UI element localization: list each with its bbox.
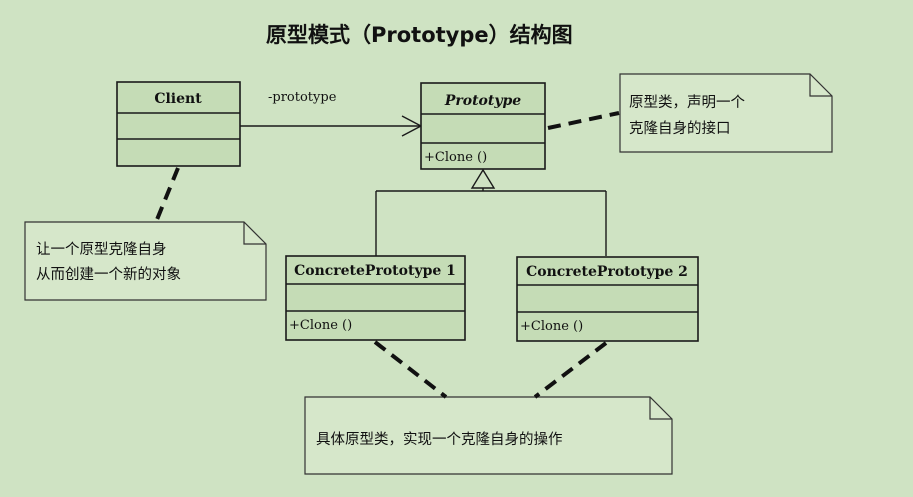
association-label: -prototype (268, 90, 337, 105)
class-client: Client (116, 81, 241, 167)
note-concrete-box (304, 396, 673, 475)
note-client: 让一个原型克隆自身 从而创建一个新的对象 (24, 221, 267, 301)
association-client-prototype: -prototype (240, 90, 423, 137)
note-concrete-connector-1 (373, 340, 448, 399)
class-client-name: Client (154, 91, 202, 107)
note-concrete-line-1: 具体原型类，实现一个克隆自身的操作 (316, 431, 563, 448)
class-concrete-1-box (285, 255, 466, 341)
note-client-connector (154, 167, 180, 223)
generalization-triangle (470, 168, 496, 189)
note-client-line-2: 从而创建一个新的对象 (36, 266, 181, 283)
diagram-title: 原型模式（Prototype）结构图 (266, 23, 573, 47)
class-prototype-method: +Clone () (424, 150, 487, 165)
class-concrete-2-method: +Clone () (520, 319, 583, 334)
class-concrete-1-name: ConcretePrototype 1 (294, 263, 456, 279)
note-prototype-fold (809, 74, 832, 97)
note-concrete-connector-2 (533, 341, 608, 399)
note-client-box (24, 221, 267, 301)
note-prototype-connector (547, 111, 620, 130)
class-prototype: Prototype +Clone () (420, 82, 546, 170)
class-concrete-2-name: ConcretePrototype 2 (526, 264, 688, 280)
note-client-fold (243, 222, 266, 245)
note-concrete: 具体原型类，实现一个克隆自身的操作 (304, 396, 673, 475)
note-prototype-box (619, 73, 833, 153)
note-client-line-1: 让一个原型克隆自身 (36, 241, 167, 258)
note-concrete-fold (649, 397, 672, 420)
generalization (375, 168, 607, 256)
note-prototype-line-2: 克隆自身的接口 (629, 120, 731, 137)
class-concrete-prototype-1: ConcretePrototype 1 +Clone () (285, 255, 466, 341)
class-concrete-prototype-2: ConcretePrototype 2 +Clone () (516, 256, 699, 342)
class-concrete-2-box (516, 256, 699, 342)
class-concrete-1-method: +Clone () (289, 318, 352, 333)
class-client-box (116, 81, 241, 167)
note-prototype-line-1: 原型类，声明一个 (629, 93, 745, 111)
note-prototype: 原型类，声明一个 克隆自身的接口 (619, 73, 833, 153)
class-prototype-name: Prototype (444, 93, 521, 109)
